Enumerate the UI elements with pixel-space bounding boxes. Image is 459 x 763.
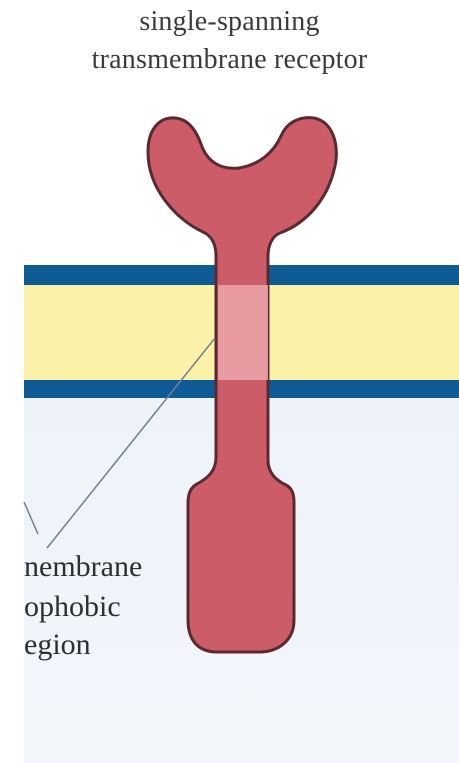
pointer-line-left	[24, 502, 38, 534]
hydrophobic-transmembrane-segment	[218, 285, 268, 380]
region-label-line-1: nembrane	[24, 550, 142, 584]
region-label-line-2: ophobic	[24, 590, 121, 624]
region-label-line-3: egion	[24, 628, 91, 662]
